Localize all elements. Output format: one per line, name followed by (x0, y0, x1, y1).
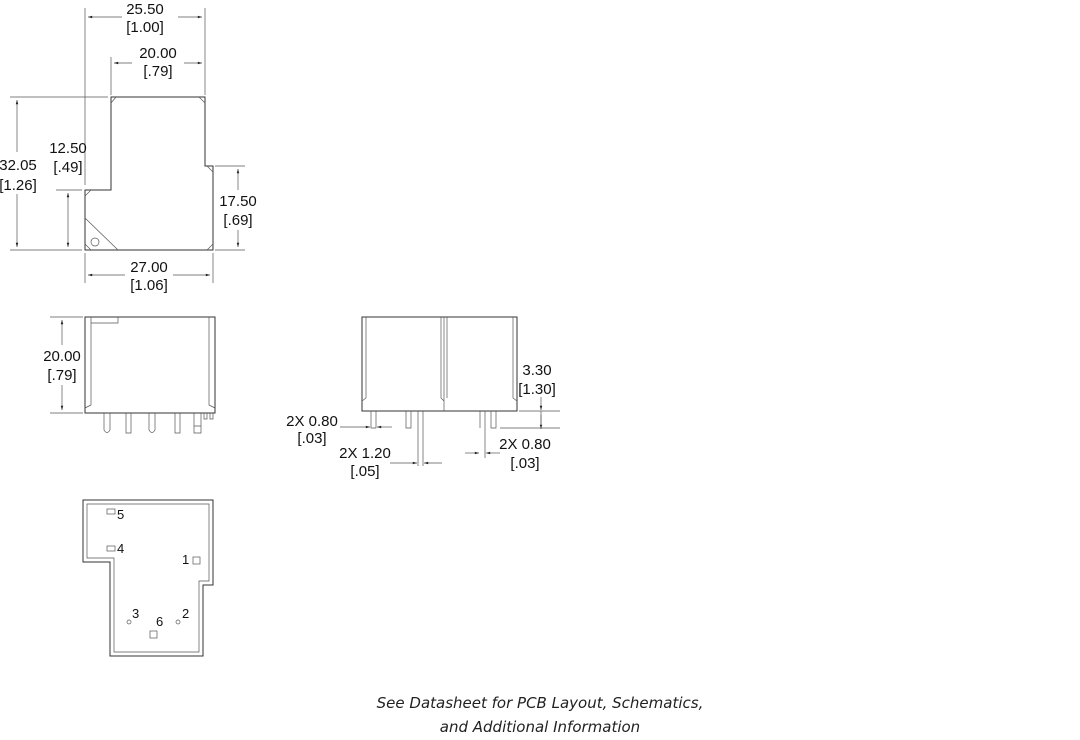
upper-width-in: [.79] (143, 63, 172, 80)
pin-2-label: 2 (182, 606, 189, 621)
pin-2-pad (175, 619, 181, 625)
front-view: 3.30 [1.30] 2X 0.80 [.03] 2X 1.20 [.05] … (286, 316, 560, 480)
base-width-in: [1.06] (130, 277, 168, 294)
left-step-in: [.49] (53, 159, 82, 176)
left-pin-width-mm: 2X 0.80 (286, 413, 338, 430)
pin1-marker-icon (90, 237, 100, 247)
overall-width-mm: 25.50 (126, 1, 164, 18)
side-view-pins (103, 413, 214, 434)
pin-1-label: 1 (182, 552, 189, 567)
front-view-body (361, 316, 518, 412)
top-view-outline (84, 96, 214, 251)
right-step-mm: 17.50 (219, 193, 257, 210)
top-view: 25.50 [1.00] 20.00 [.79] 32.05 [1.26] 12… (0, 0, 258, 294)
base-width-mm: 27.00 (130, 259, 168, 276)
right-step-in: [.69] (223, 212, 252, 229)
pin-5-label: 5 (117, 507, 124, 522)
overall-height-in: [1.26] (0, 177, 37, 194)
pin-length-in: [1.30] (518, 381, 556, 398)
side-view-body (84, 316, 216, 414)
side-height-in: [.79] (47, 367, 76, 384)
pin-1-pad (192, 556, 201, 565)
center-pin-width-in: [.05] (350, 463, 379, 480)
caption-line-2: and Additional Information (439, 718, 641, 736)
center-pin-width-mm: 2X 1.20 (339, 445, 391, 462)
pin-4-label: 4 (117, 541, 124, 556)
bottom-view-outline (82, 499, 214, 657)
keying-chamfer (84, 217, 119, 251)
pin-6-label: 6 (156, 614, 163, 629)
pin-4-pad (106, 545, 116, 552)
side-view: 20.00 [.79] (40, 316, 216, 434)
overall-height-mm: 32.05 (0, 157, 37, 174)
left-step-mm: 12.50 (49, 140, 87, 157)
bottom-view: 5 4 1 3 2 6 (82, 499, 214, 657)
right-pin-width-in: [.03] (510, 455, 539, 472)
upper-width-mm: 20.00 (139, 45, 177, 62)
side-height-mm: 20.00 (43, 348, 81, 365)
left-pin-width-in: [.03] (297, 430, 326, 447)
right-pin-width-mm: 2X 0.80 (499, 436, 551, 453)
pin-3-label: 3 (132, 606, 139, 621)
pin-3-pad (126, 619, 132, 625)
caption-line-1: See Datasheet for PCB Layout, Schematics… (376, 694, 704, 712)
overall-width-in: [1.00] (126, 19, 164, 36)
pin-length-mm: 3.30 (522, 362, 551, 379)
pin-6-pad (149, 630, 158, 639)
pin-5-pad (106, 508, 116, 515)
front-view-pins (370, 411, 497, 466)
